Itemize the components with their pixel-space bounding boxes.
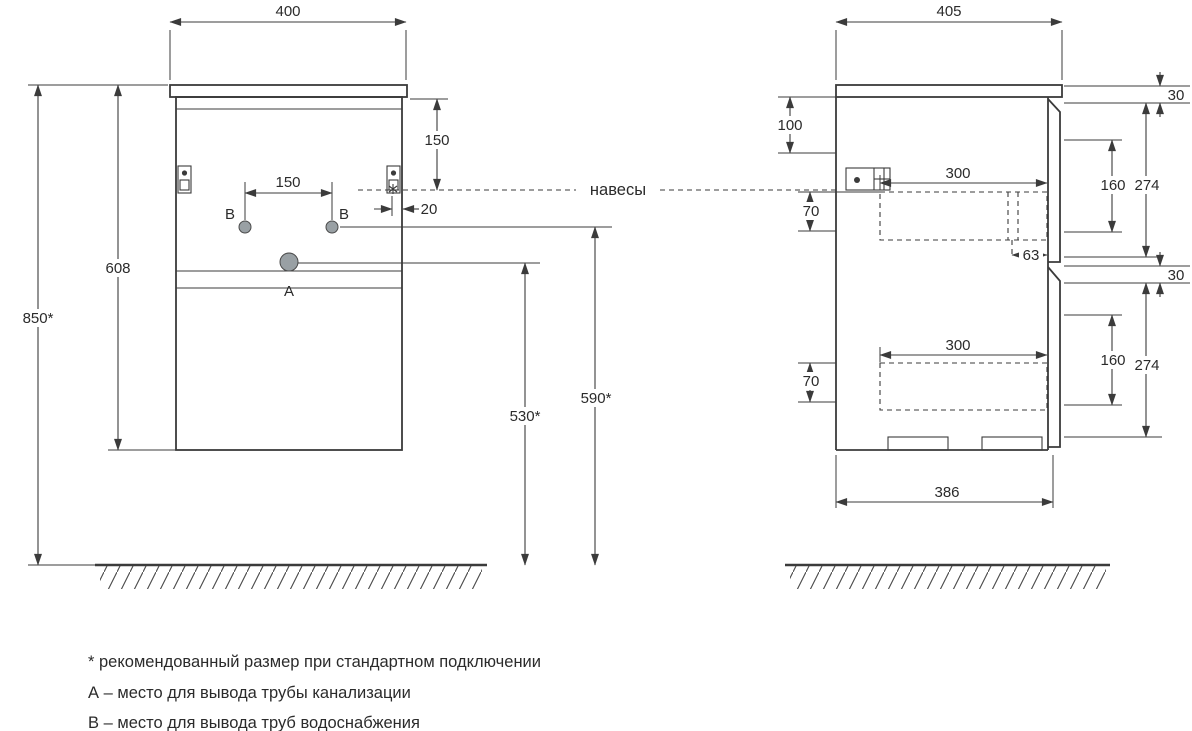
dim-top-to-hanger-150: 150	[410, 98, 452, 191]
dim-depth-405: 405	[835, 3, 1063, 80]
dim-label-20: 20	[421, 201, 438, 218]
dim-top-clearance-100: 100	[775, 96, 836, 154]
dim-height-850: 850*	[20, 84, 168, 566]
plinth-notch-left	[887, 436, 949, 451]
dim-label-150-right: 150	[424, 132, 449, 149]
dim-label-70-top: 70	[803, 203, 820, 220]
dim-label-70-bot: 70	[803, 373, 820, 390]
dim-label-386: 386	[934, 484, 959, 501]
dim-label-405: 405	[936, 3, 961, 20]
dim-front2-height-274: 274	[1064, 282, 1162, 438]
hole-a	[279, 252, 299, 272]
label-b-right: В	[339, 206, 349, 223]
legend-note-star: * рекомендованный размер при стандартном…	[88, 653, 541, 671]
countertop-side	[835, 84, 1063, 98]
dim-label-160-top: 160	[1100, 177, 1125, 194]
cabinet-front	[169, 84, 408, 451]
dim-reveal-mid-30: 30	[1064, 252, 1190, 297]
dim-front1-height-274: 274	[1064, 102, 1162, 258]
dim-slide-offset-63: 63	[1011, 246, 1048, 264]
dim-bottom-depth-386: 386	[835, 455, 1054, 508]
hole-b-right	[325, 220, 339, 234]
dim-label-590: 590*	[581, 390, 612, 407]
hanger-right-icon	[386, 165, 401, 194]
legend-note-a: А – место для вывода трубы канализации	[88, 684, 411, 702]
legend-note-b: В – место для вывода труб водоснабжения	[88, 714, 420, 731]
dim-label-150-holes: 150	[275, 174, 300, 191]
dim-label-300-bot: 300	[945, 337, 970, 354]
dim-supply-590: 590*	[340, 226, 614, 566]
hanger-left-icon	[177, 165, 192, 194]
hanger-line: навесы	[358, 181, 836, 199]
dim-label-274-top: 274	[1134, 177, 1159, 194]
label-a: А	[284, 283, 294, 300]
dim-label-274-bot: 274	[1134, 357, 1159, 374]
dim-label-850: 850*	[23, 310, 54, 327]
dim-label-30-top: 30	[1168, 87, 1185, 104]
dim-label-100: 100	[777, 117, 802, 134]
front-view: 400 В В А	[20, 3, 836, 589]
dim-hole-spacing-150: 150	[244, 174, 333, 220]
dim-width-400: 400	[169, 3, 407, 80]
dim-label-160-bot: 160	[1100, 352, 1125, 369]
dim-hinge-offset-20: 20	[374, 196, 437, 218]
drawer-front-top	[1047, 98, 1061, 263]
floor-right	[785, 563, 1110, 589]
drawer-box-bottom	[879, 362, 1048, 411]
dim-drain-530: 530*	[298, 262, 543, 566]
countertop-front	[169, 84, 408, 98]
drawer-box-top	[879, 191, 1048, 258]
dim-label-530: 530*	[510, 408, 541, 425]
dim-drawer2-height-160: 160	[1064, 314, 1128, 406]
dim-drawer2-inset-70: 70	[798, 362, 836, 403]
plinth-notch-right	[981, 436, 1043, 451]
dim-label-608: 608	[105, 260, 130, 277]
hanger-label: навесы	[590, 181, 646, 199]
dim-cabinet-height-608: 608	[103, 84, 176, 451]
dim-label-300-top: 300	[945, 165, 970, 182]
hole-b-left	[238, 220, 252, 234]
dim-label-400: 400	[275, 3, 300, 20]
legend: * рекомендованный размер при стандартном…	[88, 653, 541, 731]
cabinet-side	[835, 84, 1063, 451]
floor-left	[95, 563, 487, 589]
dim-drawer1-inset-70: 70	[798, 191, 836, 232]
drawer-front-bottom	[1047, 266, 1061, 448]
dim-drawer1-height-160: 160	[1064, 139, 1128, 233]
dim-drawer2-depth-300: 300	[879, 337, 1048, 362]
label-b-left: В	[225, 206, 235, 223]
dim-label-30-mid: 30	[1168, 267, 1185, 284]
dim-drawer1-depth-300: 300	[879, 165, 1048, 190]
dim-reveal-top-30: 30	[1064, 72, 1190, 117]
wall-bracket-icon	[845, 167, 891, 191]
dim-label-63: 63	[1023, 247, 1040, 264]
side-view: 405	[775, 3, 1190, 589]
